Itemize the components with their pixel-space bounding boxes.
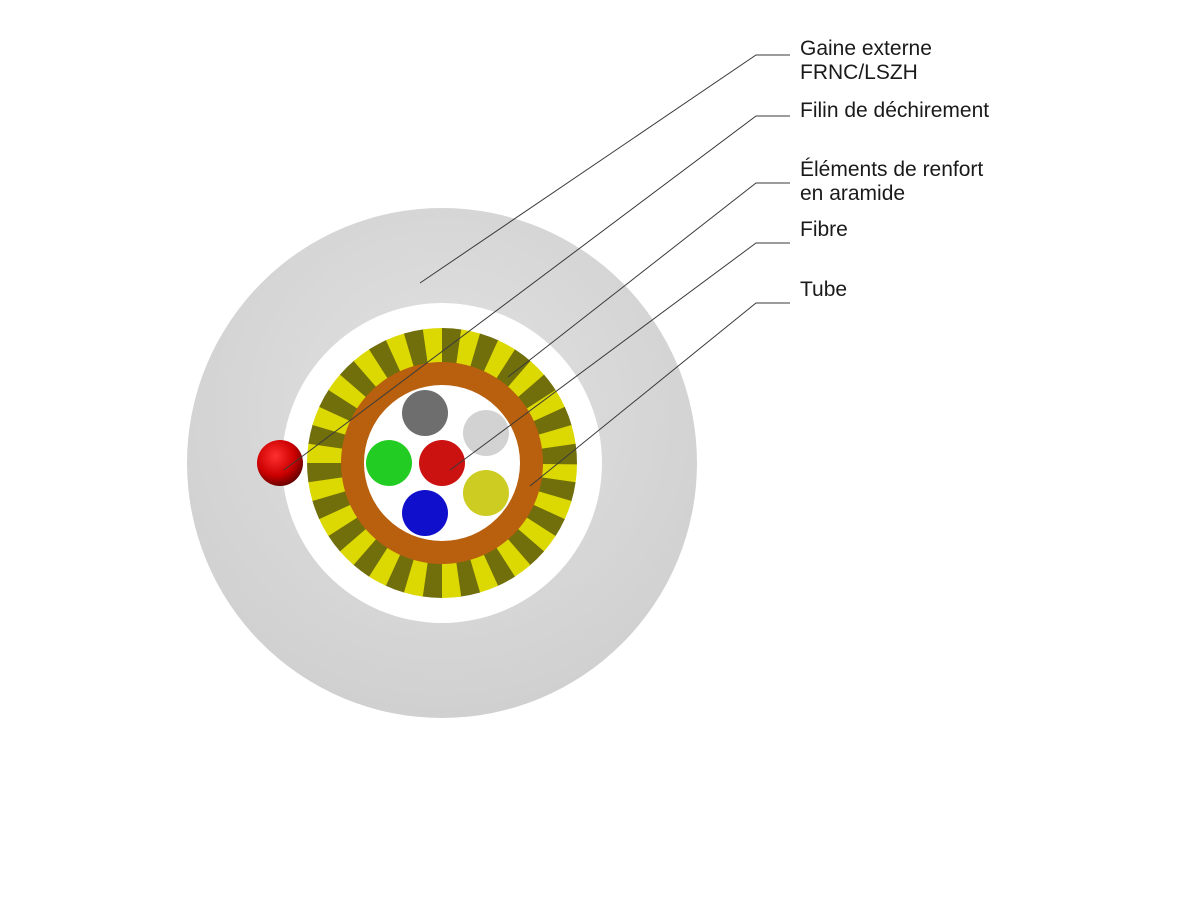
fibre-group bbox=[366, 390, 509, 536]
aramid-segment bbox=[455, 558, 481, 597]
aramid-segment bbox=[482, 547, 515, 587]
aramid-segment bbox=[402, 558, 428, 597]
aramid-segment bbox=[540, 463, 577, 484]
aramid-segment bbox=[483, 340, 517, 380]
aramid-segment bbox=[318, 503, 358, 536]
aramid-segment bbox=[339, 360, 378, 398]
aramid-segment bbox=[308, 476, 347, 502]
fibre-green bbox=[366, 440, 412, 486]
leader-line-rip-cord bbox=[283, 115, 790, 471]
label-aramid: Éléments de renfort en aramide bbox=[800, 158, 989, 205]
fibre-yellow bbox=[463, 470, 509, 516]
aramid-segment bbox=[526, 390, 566, 423]
aramid-segment bbox=[384, 553, 414, 593]
aramid-segment bbox=[328, 373, 368, 409]
aramid-segment bbox=[495, 538, 531, 578]
leader-line-fibre bbox=[449, 242, 790, 471]
aramid-segment bbox=[540, 443, 577, 465]
fibre-light-grey bbox=[463, 410, 509, 456]
aramid-segment bbox=[537, 424, 576, 450]
aramid-segment bbox=[537, 477, 576, 503]
aramid-segment bbox=[507, 360, 545, 399]
aramid-segment bbox=[307, 442, 344, 463]
aramid-segment bbox=[308, 423, 347, 449]
leader-line-outer-sheath bbox=[419, 54, 790, 284]
aramid-segment bbox=[307, 461, 344, 483]
fibre-blue bbox=[402, 490, 448, 536]
aramid-segment bbox=[327, 516, 367, 552]
label-tube-line1: Tube bbox=[800, 278, 847, 301]
rip-cord bbox=[257, 440, 303, 486]
aramid-segment bbox=[532, 491, 572, 521]
label-rip-cord: Filin de déchirement bbox=[800, 99, 989, 122]
aramid-segment bbox=[422, 328, 444, 365]
aramid-segment bbox=[516, 517, 556, 553]
aramid-segment bbox=[506, 528, 545, 566]
label-tube: Tube bbox=[800, 278, 847, 301]
aramid-segment bbox=[353, 348, 389, 388]
label-outer-sheath-line2: FRNC/LSZH bbox=[800, 61, 918, 84]
label-aramid-line2: en aramide bbox=[800, 182, 905, 205]
aramid-segment bbox=[352, 537, 388, 577]
aramid-segment bbox=[319, 388, 359, 422]
aramid-segment bbox=[470, 333, 500, 373]
aramid-segment bbox=[517, 374, 557, 410]
label-rip-cord-line1: Filin de déchirement bbox=[800, 99, 989, 122]
label-aramid-line1: Éléments de renfort bbox=[800, 158, 983, 181]
aramid-strength-ring bbox=[307, 328, 577, 598]
fibre-red bbox=[419, 440, 465, 486]
label-outer-sheath: Gaine externe FRNC/LSZH bbox=[800, 37, 938, 84]
aramid-segment bbox=[525, 504, 565, 538]
aramid-segment bbox=[456, 329, 482, 368]
aramid-segment bbox=[369, 339, 402, 379]
label-outer-sheath-line1: Gaine externe bbox=[800, 37, 932, 60]
label-fibre: Fibre bbox=[800, 218, 848, 241]
label-fibre-line1: Fibre bbox=[800, 218, 848, 241]
leader-line-aramid bbox=[507, 182, 790, 378]
aramid-segment bbox=[442, 328, 463, 365]
aramid-segment bbox=[440, 561, 462, 598]
fibre-grey bbox=[402, 390, 448, 436]
aramid-segment bbox=[312, 405, 352, 435]
aramid-segment bbox=[421, 561, 442, 598]
aramid-segment bbox=[496, 349, 532, 389]
leader-line-tube bbox=[529, 302, 790, 487]
aramid-segment bbox=[339, 527, 377, 566]
aramid-segment bbox=[367, 546, 401, 586]
aramid-segment bbox=[403, 329, 429, 368]
